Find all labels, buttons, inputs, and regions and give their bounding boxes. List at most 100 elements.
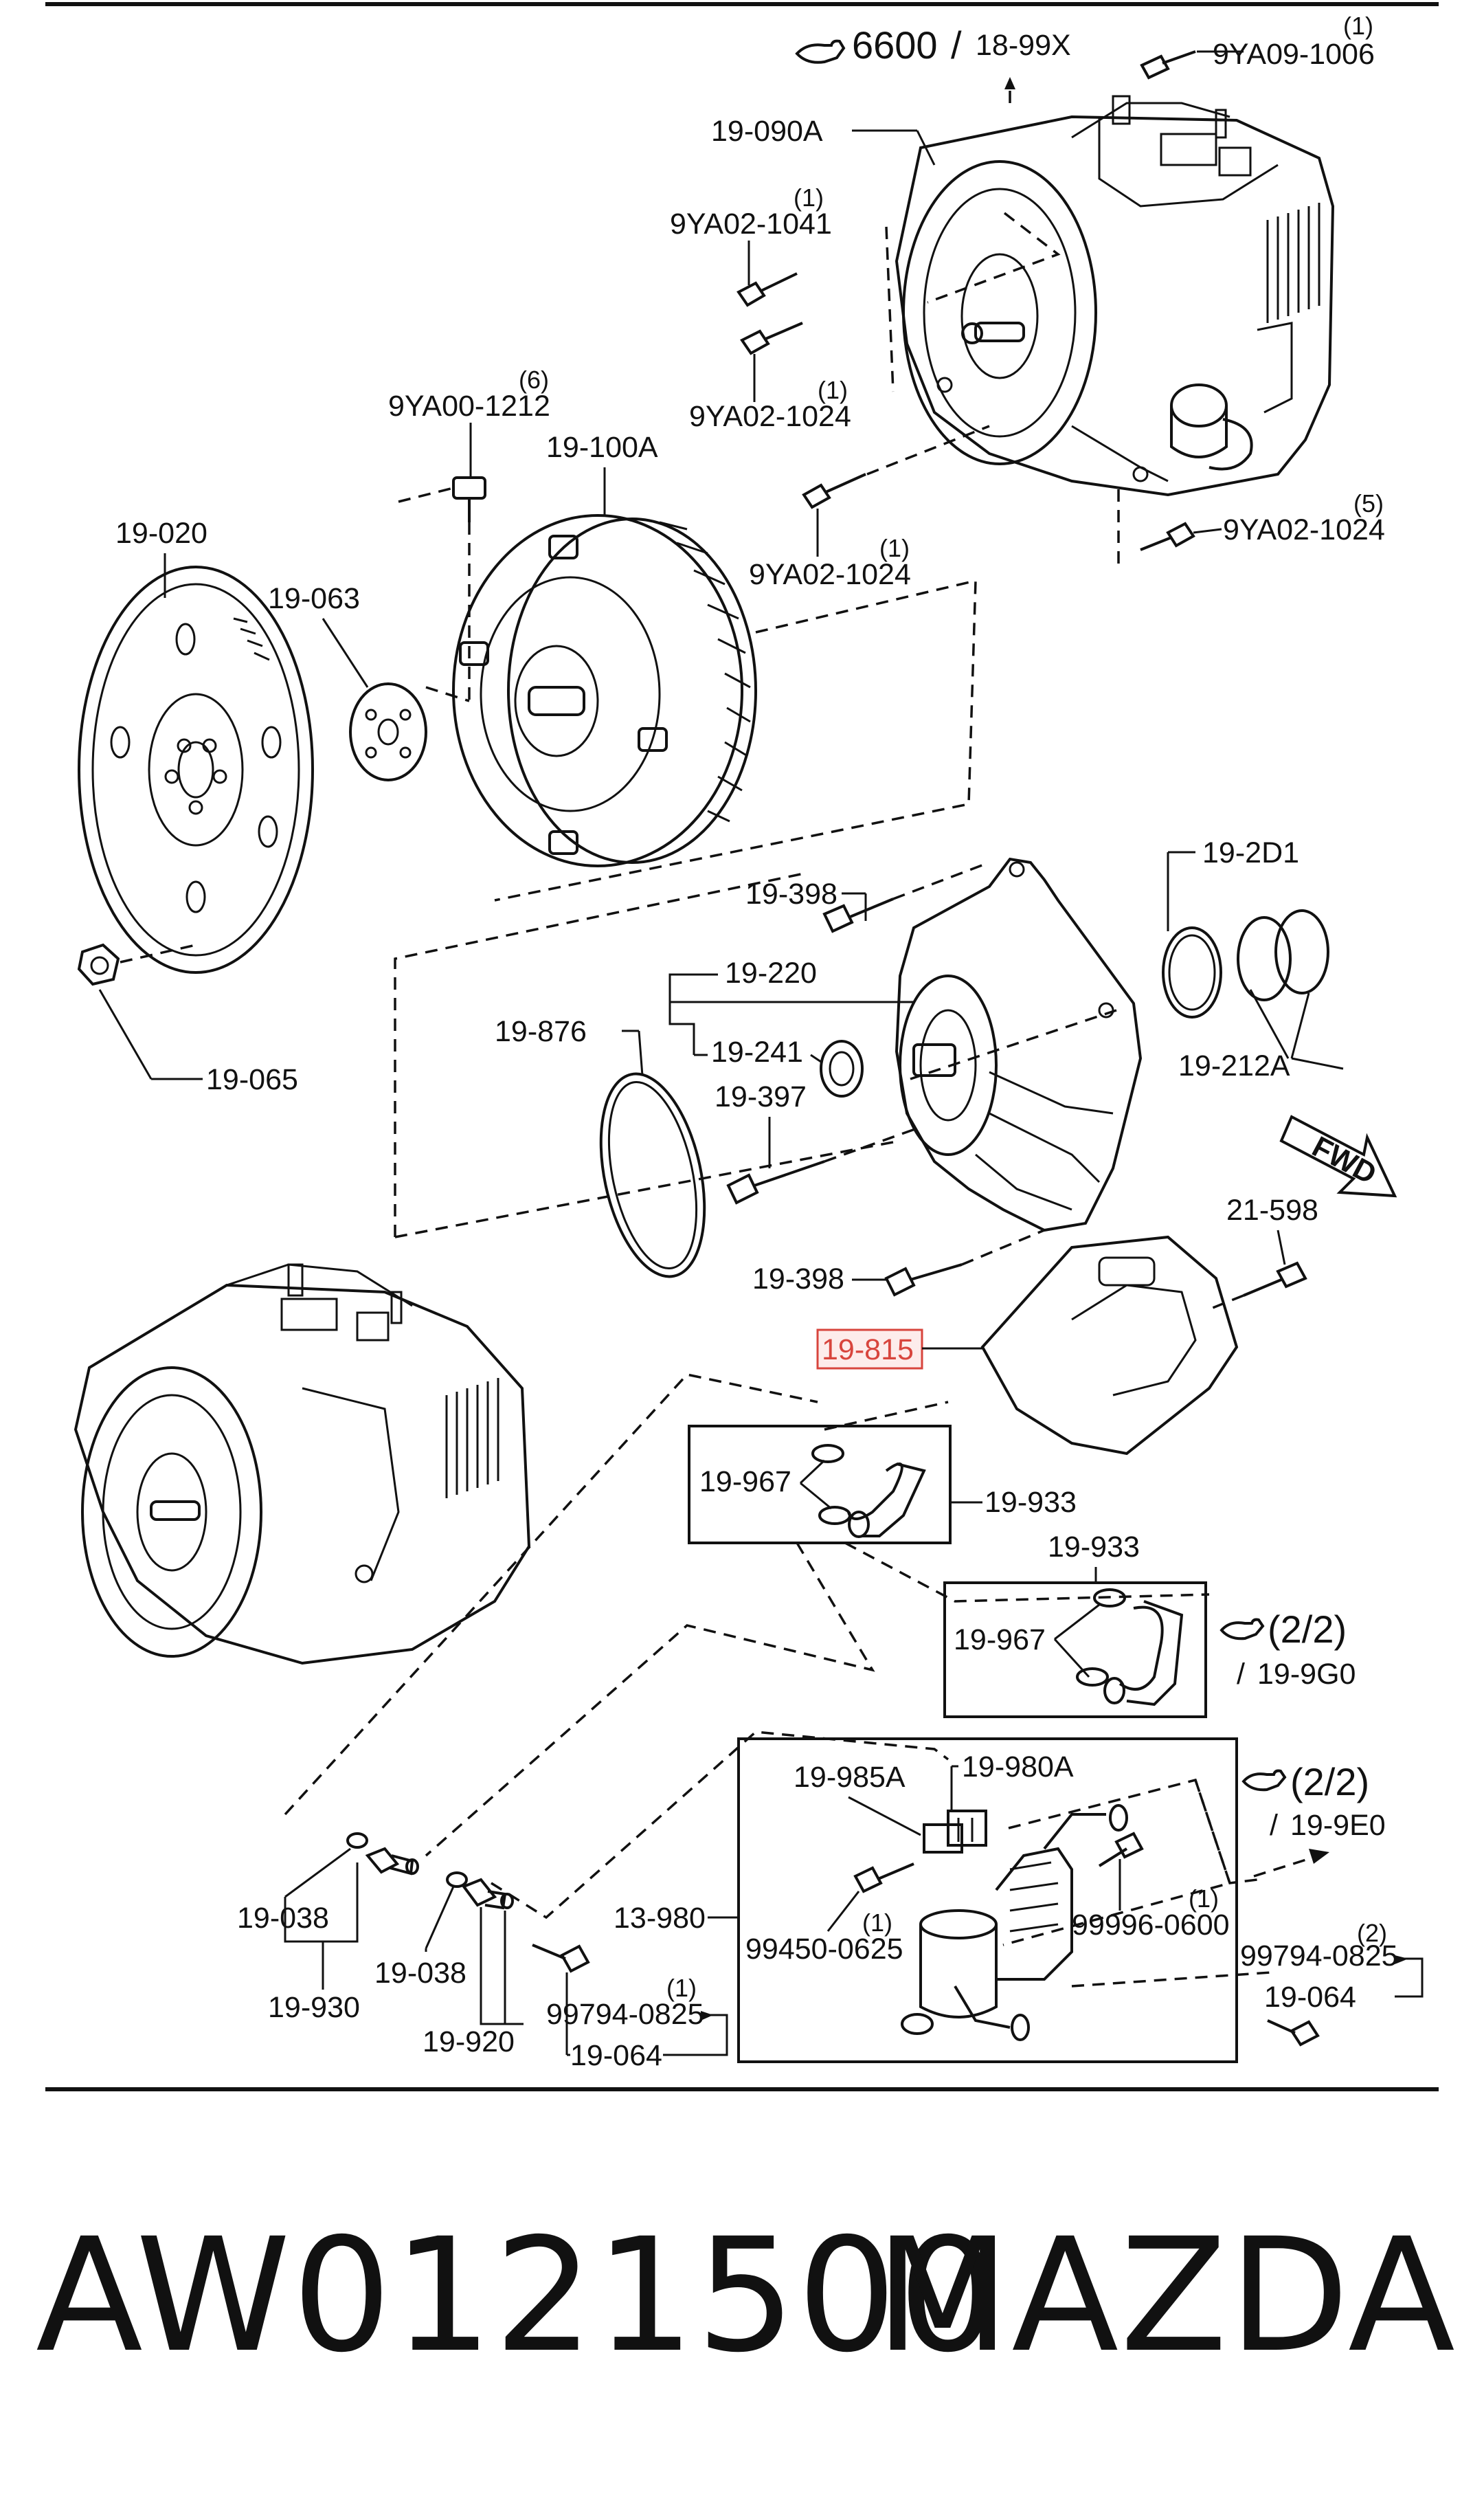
bolt-19-398-b [884,1263,963,1297]
fitting-19-920 [446,1871,514,1910]
bolt-19-064-left [532,1944,590,1973]
oil-seal [820,1040,864,1098]
snap-ring [1162,926,1222,1019]
label-19-933-b: 19-933 [1048,1531,1140,1564]
highlight-19-815 [816,1328,923,1370]
label-19-063: 19-063 [268,582,360,615]
ref-mid: (2/2) / 19-9G0 [1219,1608,1356,1691]
label-19-398-b: 19-398 [752,1262,844,1295]
brand-name: MAZDA [875,2204,1457,2387]
qty-9YA00-1212: (6) [519,366,549,394]
ref-low-code: 19-9E0 [1290,1809,1386,1842]
label-19-876: 19-876 [495,1015,587,1048]
label-99794-0825-a: 99794-0825 [1240,1939,1398,1972]
label-99794-0825-b: 99794-0825 [546,1998,704,2031]
qty-99794-0825-b: (1) [666,1974,697,2002]
qty-9YA09-1006: (1) [1343,12,1373,40]
drive-plate [349,682,427,781]
qty-9YA02-1024-b: (5) [1353,489,1384,518]
nut-19-065 [77,943,120,986]
label-9YA02-1024-a: 9YA02-1024 [689,400,851,433]
qty-9YA02-1024-a: (1) [818,376,848,404]
seals-19-212A [1237,909,1329,1001]
label-19-2D1: 19-2D1 [1202,836,1299,869]
fwd-label: FWD [1307,1130,1382,1190]
label-19-220: 19-220 [725,957,817,990]
oil-pipe-b [1076,1588,1184,1706]
bolt-21-598 [1243,1261,1307,1297]
label-19-090A: 19-090A [711,115,823,148]
ref-mid-sheet: (2/2) [1268,1608,1347,1651]
bolt-9YA02-1041 [737,272,798,307]
label-19-920: 19-920 [423,2025,515,2058]
ref-mid-code: 19-9G0 [1257,1658,1356,1691]
oil-pan [980,1235,1239,1456]
label-19-985A: 19-985A [794,1761,906,1794]
label-19-038-a: 19-038 [237,1902,329,1935]
label-9YA00-1212: 9YA00-1212 [388,390,550,423]
cooler-bracket [923,1810,987,1854]
bolt-9YA09-1006 [1140,50,1244,80]
qty-99794-0825-a: (2) [1357,1919,1387,1947]
part-code: AW0121500 [36,2204,1000,2387]
bolt-19-397 [726,1160,825,1205]
qty-9YA02-1041: (1) [794,183,824,212]
transmission-assembly-top [895,95,1335,497]
o-ring [599,1072,706,1278]
bolt-9YA00-1212 [452,476,486,522]
label-19-100A: 19-100A [546,431,658,464]
label-19-064-a: 19-064 [1264,1981,1356,2014]
label-19-967-a: 19-967 [699,1465,791,1498]
bolt-9YA02-1024-b [1140,522,1222,551]
ref-top-code: 18-99X [976,29,1071,62]
label-19-967-b: 19-967 [954,1623,1046,1656]
ref-top: 6600 / 18-99X [795,23,1071,67]
label-19-241: 19-241 [711,1036,803,1069]
qty-99450-0625: (1) [862,1909,892,1937]
label-9YA02-1024-c: 9YA02-1024 [749,558,911,591]
label-99996-0600: 99996-0600 [1072,1909,1230,1942]
label-19-398-a: 19-398 [745,878,837,911]
label-19-930: 19-930 [268,1991,360,2024]
oil-pipe-a [811,1444,926,1538]
label-19-980A: 19-980A [962,1750,1074,1783]
ref-low: (2/2) / 19-9E0 [1241,1760,1386,1842]
label-9YA09-1006: 9YA09-1006 [1213,38,1375,71]
svg-text:/: / [1270,1809,1278,1842]
label-19-020: 19-020 [115,517,207,550]
torque-converter [452,514,757,867]
svg-text:/: / [951,23,962,67]
converter-housing [895,857,1143,1232]
fitting-19-930 [346,1832,419,1876]
label-19-933-a: 19-933 [985,1486,1077,1519]
label-99450-0625: 99450-0625 [745,1933,903,1966]
ref-low-sheet: (2/2) [1290,1760,1369,1803]
bolt-99450-0625 [853,1862,914,1893]
label-19-815: 19-815 [822,1333,914,1366]
label-19-038-b: 19-038 [374,1957,466,1990]
oil-cooler-box [737,1737,1238,2063]
bolt-19-064-right [1267,2019,1320,2047]
label-9YA02-1041: 9YA02-1041 [670,208,832,241]
oil-cooler [901,1804,1128,2041]
label-9YA02-1024-b: 9YA02-1024 [1223,513,1385,546]
label-13-980: 13-980 [614,1902,706,1935]
bolt-9YA02-1024-a [740,322,803,355]
qty-99996-0600: (1) [1189,1884,1219,1913]
pipe-box-19-933-b [943,1581,1207,1718]
footer: AW0121500 MAZDA [0,2206,1484,2385]
ref-top-number: 6600 [852,23,938,67]
label-19-065: 19-065 [206,1063,298,1096]
flexplate [78,566,314,974]
fwd-arrow: FWD [1279,1115,1397,1198]
bolt-9YA02-1024-c [802,473,866,509]
label-21-598: 21-598 [1226,1194,1318,1227]
bolt-99996-0600 [1098,1832,1144,1867]
label-19-212A: 19-212A [1178,1049,1290,1082]
label-19-064-b: 19-064 [570,2039,662,2072]
pipe-box-19-933-a [688,1425,952,1544]
bolt-19-398-a [822,898,894,933]
qty-9YA02-1024-c: (1) [879,534,910,562]
label-19-397: 19-397 [715,1080,807,1113]
